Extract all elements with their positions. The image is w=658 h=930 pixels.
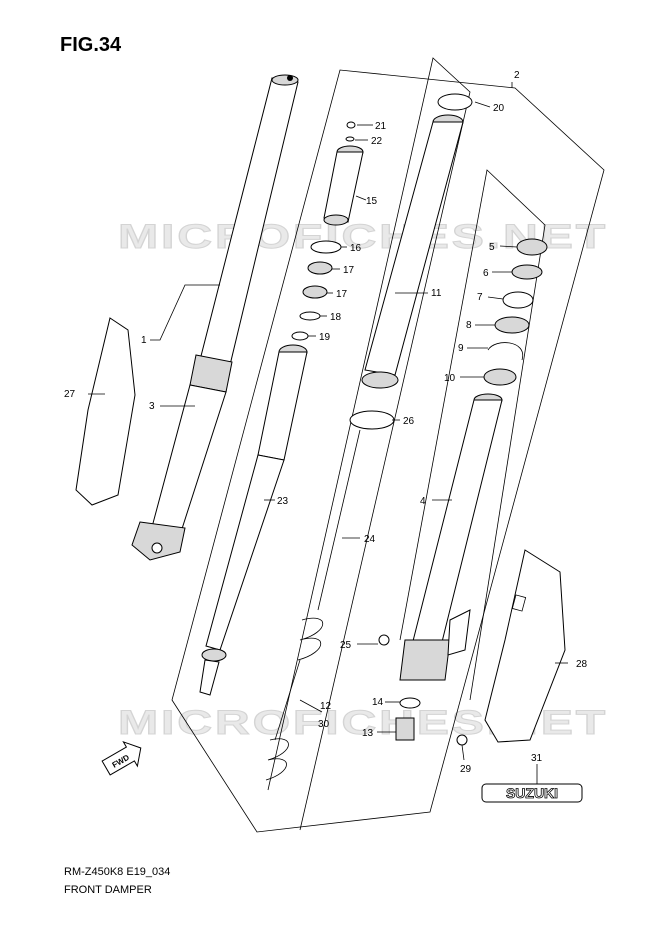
oil-seal-8 bbox=[494, 316, 530, 334]
fwd-arrow-icon: FWD bbox=[101, 740, 142, 776]
label-12: 12 bbox=[320, 701, 332, 712]
label-20: 20 bbox=[493, 103, 505, 114]
ring-19 bbox=[291, 331, 309, 341]
ring-20 bbox=[437, 93, 473, 111]
label-24: 24 bbox=[364, 534, 376, 545]
ring-17b bbox=[302, 285, 328, 299]
fork-tube-assembly bbox=[131, 74, 299, 561]
label-5: 5 bbox=[489, 242, 495, 253]
inner-group-outline bbox=[267, 57, 471, 831]
label-28: 28 bbox=[576, 659, 588, 670]
suzuki-decal-31: SUZUKI bbox=[481, 783, 583, 803]
washer-14 bbox=[399, 697, 421, 709]
part-labels: 1 2 3 4 5 6 7 8 9 10 11 12 13 14 15 16 1… bbox=[64, 70, 588, 775]
label-4: 4 bbox=[420, 496, 426, 507]
spring-12 bbox=[265, 617, 323, 781]
label-17b: 17 bbox=[336, 289, 348, 300]
label-6: 6 bbox=[483, 268, 489, 279]
outer-tube-4 bbox=[399, 393, 503, 681]
label-21: 21 bbox=[375, 121, 387, 132]
washer-7 bbox=[502, 291, 534, 309]
assembly-outline-2 bbox=[171, 69, 605, 833]
label-16: 16 bbox=[350, 243, 362, 254]
ring-18 bbox=[299, 311, 321, 321]
inner-tube-11 bbox=[361, 114, 464, 389]
label-11: 11 bbox=[431, 288, 442, 299]
label-8: 8 bbox=[466, 320, 472, 331]
label-7: 7 bbox=[477, 292, 483, 303]
bushing-6 bbox=[511, 264, 543, 280]
ring-16 bbox=[310, 240, 342, 254]
label-18: 18 bbox=[330, 312, 342, 323]
dust-seal-10 bbox=[483, 368, 517, 386]
cap-13 bbox=[395, 717, 415, 741]
label-1: 1 bbox=[141, 335, 147, 346]
label-19: 19 bbox=[319, 332, 331, 343]
section-title: FRONT DAMPER bbox=[64, 884, 152, 896]
bolt-25 bbox=[378, 634, 390, 646]
model-code: RM-Z450K8 E19_034 bbox=[64, 866, 171, 878]
label-10: 10 bbox=[444, 373, 456, 384]
bolt-29 bbox=[456, 734, 468, 746]
label-27: 27 bbox=[64, 389, 76, 400]
label-23: 23 bbox=[277, 496, 289, 507]
clip-9 bbox=[487, 342, 524, 361]
label-31: 31 bbox=[531, 753, 543, 764]
cartridge-top-15 bbox=[323, 121, 364, 226]
label-17a: 17 bbox=[343, 265, 355, 276]
figure-title: FIG.34 bbox=[60, 34, 122, 56]
damper-rod-23 bbox=[199, 344, 308, 696]
label-30: 30 bbox=[318, 719, 330, 730]
label-9: 9 bbox=[458, 343, 464, 354]
outer-group-outline bbox=[399, 169, 546, 701]
fork-guard-28 bbox=[484, 549, 566, 743]
label-2: 2 bbox=[514, 70, 520, 81]
label-26: 26 bbox=[403, 416, 415, 427]
label-29: 29 bbox=[460, 764, 472, 775]
o-ring-26 bbox=[349, 410, 395, 430]
svg-text:SUZUKI: SUZUKI bbox=[506, 785, 558, 801]
rod-24 bbox=[317, 429, 361, 611]
ring-17a bbox=[307, 261, 333, 275]
label-14: 14 bbox=[372, 697, 384, 708]
label-22: 22 bbox=[371, 136, 383, 147]
label-13: 13 bbox=[362, 728, 374, 739]
label-3: 3 bbox=[149, 401, 155, 412]
leader-lines bbox=[88, 82, 568, 784]
label-25: 25 bbox=[340, 640, 352, 651]
fork-guard-27 bbox=[75, 317, 136, 506]
bushing-5 bbox=[516, 238, 548, 256]
label-15: 15 bbox=[366, 196, 378, 207]
